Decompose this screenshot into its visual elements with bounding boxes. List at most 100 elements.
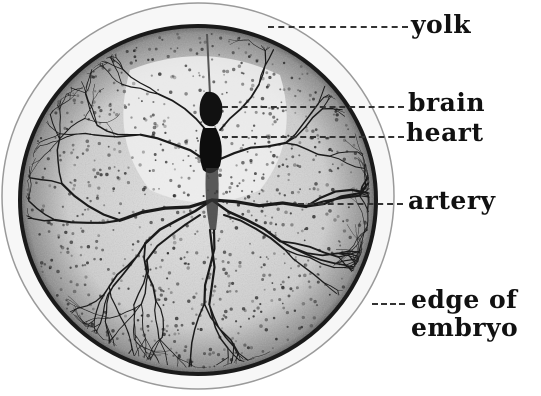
texture-speckle [272, 64, 273, 65]
texture-speckle [299, 90, 300, 91]
texture-speckle [107, 268, 109, 270]
texture-speckle [95, 91, 96, 92]
texture-speckle [256, 59, 258, 61]
texture-speckle [97, 195, 98, 196]
texture-speckle [76, 284, 78, 286]
texture-speckle [92, 105, 93, 106]
texture-speckle [212, 257, 214, 259]
texture-speckle [230, 218, 231, 219]
texture-speckle [317, 189, 319, 191]
texture-speckle [99, 123, 101, 125]
texture-speckle [112, 278, 113, 279]
texture-speckle [318, 274, 319, 275]
texture-speckle [294, 310, 295, 311]
texture-speckle [77, 215, 78, 216]
texture-speckle [66, 300, 67, 301]
texture-speckle [178, 37, 180, 39]
texture-speckle [148, 330, 149, 331]
texture-speckle [150, 269, 151, 270]
texture-speckle [114, 167, 115, 168]
texture-speckle [109, 114, 111, 116]
texture-speckle [160, 144, 161, 145]
texture-speckle [270, 151, 271, 152]
texture-speckle [164, 103, 165, 104]
texture-speckle [140, 328, 142, 330]
texture-speckle [253, 125, 254, 126]
texture-speckle [229, 285, 230, 286]
texture-speckle [348, 129, 349, 130]
texture-speckle [203, 366, 205, 368]
texture-speckle [266, 163, 268, 165]
texture-speckle [152, 114, 154, 116]
texture-speckle [229, 283, 231, 285]
texture-speckle [163, 120, 165, 122]
texture-speckle [88, 145, 90, 147]
texture-speckle [70, 182, 71, 183]
texture-speckle [349, 236, 351, 238]
texture-speckle [154, 154, 156, 156]
texture-speckle [237, 203, 239, 205]
texture-speckle [71, 121, 73, 123]
texture-speckle [203, 215, 205, 217]
texture-speckle [300, 189, 301, 190]
texture-speckle [236, 165, 237, 166]
texture-speckle [244, 344, 246, 346]
texture-speckle [281, 284, 282, 285]
texture-speckle [263, 264, 265, 266]
texture-speckle [252, 300, 254, 302]
texture-speckle [265, 319, 267, 321]
texture-speckle [132, 82, 135, 85]
texture-speckle [162, 39, 163, 40]
texture-speckle [229, 253, 231, 255]
texture-speckle [219, 336, 221, 338]
texture-speckle [273, 288, 275, 290]
label-artery: artery [408, 188, 496, 213]
texture-speckle [160, 289, 162, 291]
texture-speckle [108, 167, 110, 169]
texture-speckle [155, 160, 156, 161]
texture-speckle [138, 255, 140, 257]
texture-speckle [250, 243, 251, 244]
texture-speckle [125, 315, 127, 317]
texture-speckle [68, 94, 69, 95]
texture-speckle [228, 212, 230, 214]
texture-speckle [276, 338, 278, 340]
texture-speckle [135, 255, 137, 257]
texture-speckle [187, 251, 188, 252]
texture-speckle [194, 111, 196, 113]
texture-speckle [232, 338, 234, 340]
label-edge-of: edge of [411, 287, 517, 313]
texture-speckle [177, 211, 179, 213]
texture-speckle [362, 188, 364, 190]
texture-speckle [143, 256, 145, 258]
texture-speckle [88, 119, 90, 121]
texture-speckle [187, 359, 189, 361]
texture-speckle [187, 267, 189, 269]
texture-speckle [67, 251, 69, 253]
texture-speckle [159, 299, 160, 300]
texture-speckle [159, 73, 162, 76]
texture-speckle [199, 89, 201, 91]
texture-speckle [112, 280, 113, 281]
texture-speckle [134, 49, 136, 51]
texture-speckle [128, 288, 129, 289]
texture-speckle [264, 222, 266, 224]
texture-speckle [168, 272, 170, 274]
texture-speckle [286, 159, 287, 160]
texture-speckle [257, 307, 259, 309]
texture-speckle [282, 164, 284, 166]
texture-speckle [150, 221, 152, 223]
texture-speckle [241, 190, 242, 191]
texture-speckle [154, 122, 156, 124]
texture-speckle [81, 101, 83, 103]
texture-speckle [203, 261, 205, 263]
texture-speckle [187, 194, 189, 196]
texture-speckle [225, 316, 227, 318]
texture-speckle [147, 276, 149, 278]
texture-speckle [93, 169, 95, 171]
texture-speckle [181, 324, 183, 326]
texture-speckle [255, 297, 257, 299]
texture-speckle [260, 304, 261, 305]
texture-speckle [200, 42, 201, 43]
texture-speckle [366, 229, 368, 231]
